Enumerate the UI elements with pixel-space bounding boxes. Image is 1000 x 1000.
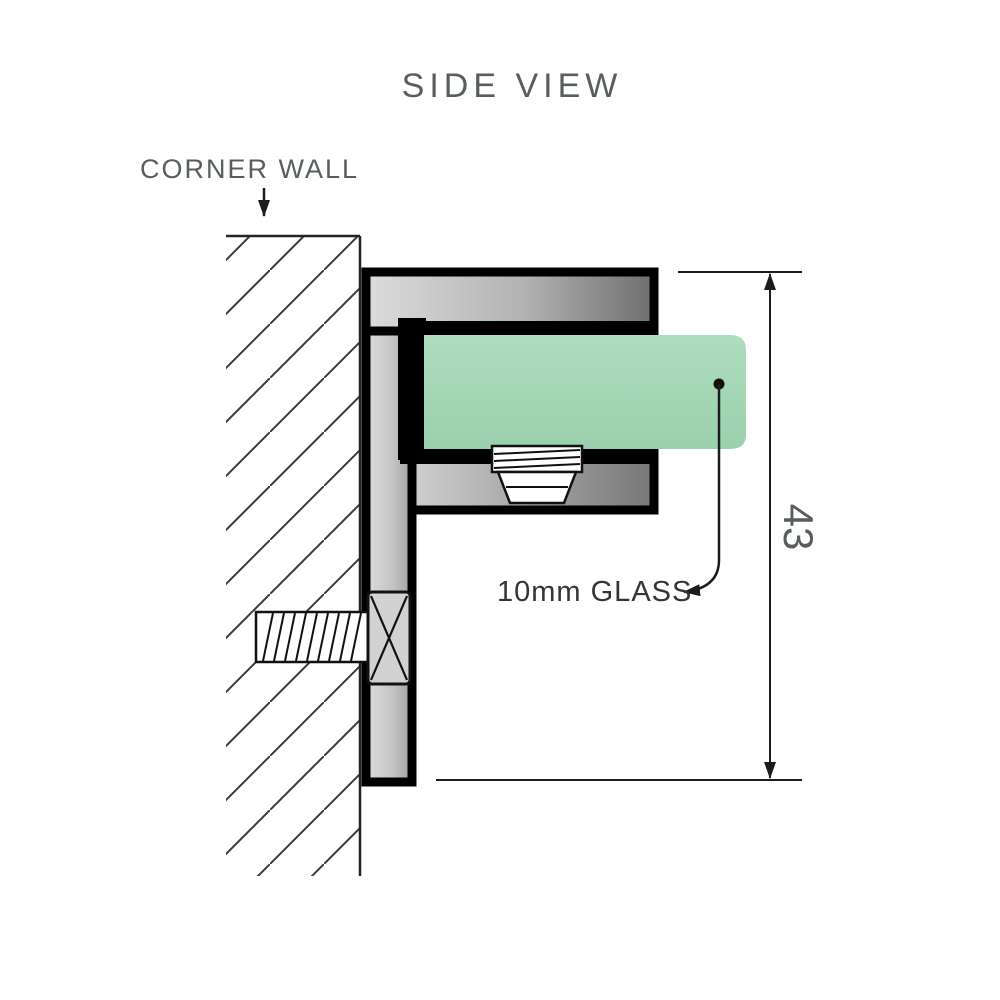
wall-screw-thread (339, 612, 351, 662)
wall-screw-thread (317, 612, 329, 662)
wall-screw-thread (306, 612, 318, 662)
grub-screw-thread-line (493, 449, 581, 455)
wall-hatching (226, 236, 360, 876)
diagram-title: SIDE VIEW (402, 67, 623, 105)
wall-screw-thread (262, 612, 274, 662)
wall-screw-thread (273, 612, 285, 662)
wall-screw-thread (295, 612, 307, 662)
glass-label: 10mm GLASS (497, 576, 692, 608)
dimension-label: 43 (775, 504, 822, 551)
wall-screw-head-cross (369, 595, 409, 681)
grub-screw-thread-line (493, 456, 581, 462)
wall-screw-thread (350, 612, 362, 662)
grub-screw (490, 444, 584, 505)
wall-screw-thread (284, 612, 296, 662)
channel-back (398, 318, 426, 460)
corner-wall-label: CORNER WALL (140, 154, 359, 184)
glass-panel (424, 335, 746, 449)
wall-screw-thread (328, 612, 340, 662)
wall-screw (254, 590, 412, 686)
glass-leader-line (683, 384, 721, 597)
grub-screw-thread-line (493, 463, 581, 469)
